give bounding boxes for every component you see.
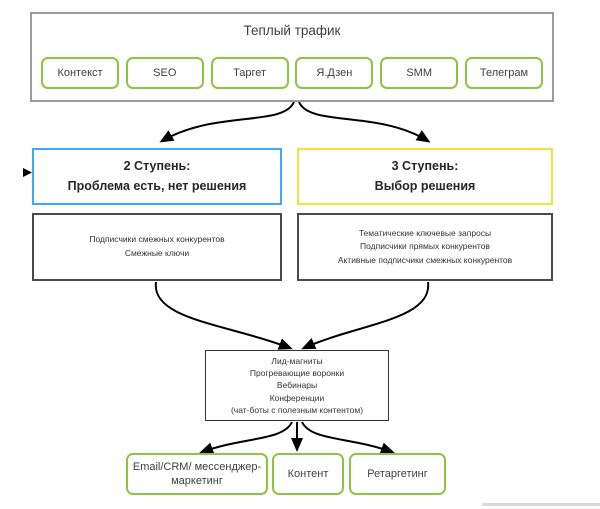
screenshot-edge-artifact xyxy=(482,503,600,506)
warm-traffic-container: Теплый трафик Контекст SEO Таргет Я.Дзен… xyxy=(30,12,554,102)
arrow-top-to-stage2 xyxy=(159,101,295,143)
stage3-title: 3 Ступень: xyxy=(391,159,459,174)
nurture-line: Конференции xyxy=(269,392,325,403)
nurture-line: (чат-боты с полезным контентом) xyxy=(230,404,364,415)
nurture-box: Лид-магниты Прогревающие воронки Вебинар… xyxy=(205,350,389,421)
arrow-stage3-to-center xyxy=(301,281,430,350)
traffic-channels-row: Контекст SEO Таргет Я.Дзен SMM Телеграм xyxy=(41,57,543,89)
channel-smm: SMM xyxy=(380,57,459,89)
stage2-subtitle: Проблема есть, нет решения xyxy=(67,178,247,193)
arrow-top-to-stage3 xyxy=(298,101,431,143)
stage2-detail-line: Подписчики смежных конкурентов xyxy=(89,234,225,245)
nurture-line: Прогревающие воронки xyxy=(249,368,345,379)
output-email-crm: Email/CRM/ мессенджер-маркетинг xyxy=(126,453,268,495)
stage3-detail-line: Активные подписчики смежных конкурентов xyxy=(337,254,513,265)
stage2-details-box: Подписчики смежных конкурентов Смежные к… xyxy=(32,213,282,281)
output-content: Контент xyxy=(272,453,344,495)
stage2-title: 2 Ступень: xyxy=(123,159,191,174)
arrow-center-to-email xyxy=(199,421,293,454)
warm-traffic-title: Теплый трафик xyxy=(243,23,341,38)
stage3-box: 3 Ступень: Выбор решения xyxy=(297,148,553,205)
nurture-line: Лид-магниты xyxy=(271,355,323,366)
stage2-detail-line: Смежные ключи xyxy=(124,248,190,258)
channel-target: Таргет xyxy=(210,57,289,89)
channel-telegram: Телеграм xyxy=(464,57,543,89)
arrow-center-to-retarget xyxy=(301,421,395,454)
stage3-detail-line: Тематические ключевые запросы xyxy=(358,227,492,238)
arrowhead-stage2-left-edge xyxy=(23,168,32,177)
stage2-box: 2 Ступень: Проблема есть, нет решения xyxy=(32,148,282,205)
channel-seo: SEO xyxy=(125,57,204,89)
arrow-stage2-to-center xyxy=(154,281,293,350)
output-retargeting: Ретаргетинг xyxy=(349,453,446,495)
stage3-details-box: Тематические ключевые запросы Подписчики… xyxy=(297,213,553,281)
stage3-subtitle: Выбор решения xyxy=(374,178,476,193)
channel-context: Контекст xyxy=(41,57,119,89)
stage3-detail-line: Подписчики прямых конкурентов xyxy=(360,241,490,252)
nurture-line: Вебинары xyxy=(276,380,318,391)
channel-yadzen: Я.Дзен xyxy=(295,57,374,89)
